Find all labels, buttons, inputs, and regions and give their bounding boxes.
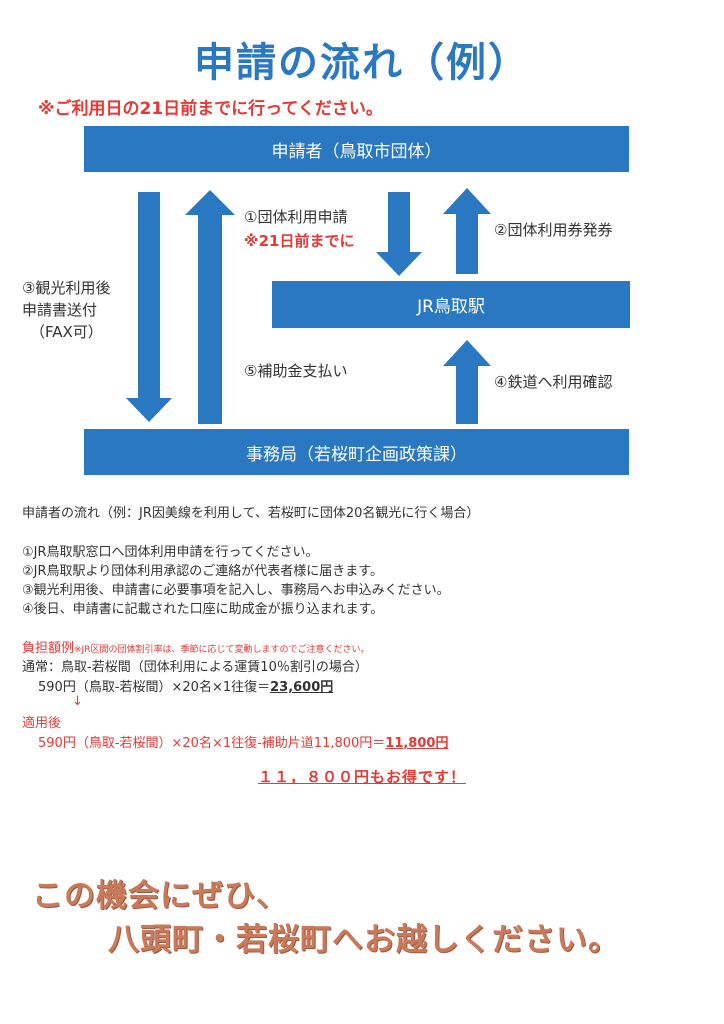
cost-example-heading: 負担額例※JR区間の団体割引率は、季節に応じて変動しますのでご注意ください。	[22, 637, 369, 656]
applied-label: 適用後	[22, 716, 62, 731]
normal-fare-line: 通常：鳥取-若桜間（団体利用による運賃10％割引の場合）	[22, 660, 368, 675]
office-box-label: 事務局（若桜町企画政策課）	[246, 444, 467, 465]
description-step: ①JR鳥取駅窓口へ団体利用申請を行ってください。	[22, 545, 319, 560]
step5-label: ⑤補助金支払い	[244, 362, 348, 380]
step3-label-line2: 申請書送付	[22, 301, 98, 319]
applied-total: 11,800円	[385, 736, 449, 751]
deadline-notice: ※ご利用日の21日前までに行ってください。	[38, 99, 383, 119]
description-step: ②JR鳥取駅より団体利用承認のご連絡が代表者様に届きます。	[22, 564, 383, 579]
applicant-box: 申請者（鳥取市団体）	[84, 126, 629, 172]
step3-label-line3: （FAX可）	[30, 323, 103, 341]
station-box-label: JR鳥取駅	[417, 297, 485, 317]
description-step: ④後日、申請書に記載された口座に助成金が振り込まれます。	[22, 602, 384, 617]
arrow-up-short-icon	[443, 188, 491, 274]
office-box: 事務局（若桜町企画政策課）	[84, 429, 629, 475]
step2-label: ②団体利用券発券	[494, 221, 613, 239]
discount-note: ※JR区間の団体割引率は、季節に応じて変動しますのでご注意ください。	[74, 645, 370, 655]
slogan-line2: 八頭町・若桜町へお越しください。	[108, 922, 620, 958]
step1-label: ①団体利用申請	[244, 208, 348, 226]
description-step: ③観光利用後、申請書に必要事項を記入し、事務局へお申込みください。	[22, 583, 450, 598]
station-box: JR鳥取駅	[272, 281, 630, 328]
step1-deadline: ※21日前までに	[244, 232, 355, 250]
arrow-up-lower-icon	[443, 340, 491, 424]
normal-total: 23,600円	[270, 680, 334, 695]
normal-calc-text: 590円（鳥取-若桜間）×20名×1往復＝	[38, 680, 271, 695]
applied-fare-calc: 590円（鳥取-若桜間）×20名×1往復-補助片道11,800円＝11,800円	[38, 732, 448, 751]
arrow-down-short-icon	[376, 192, 422, 276]
arrow-up-long-icon	[185, 190, 235, 424]
arrow-down-long-icon	[126, 192, 172, 422]
savings-callout: １１，８００円もお得です！	[0, 766, 724, 787]
applicant-box-label: 申請者（鳥取市団体）	[271, 141, 442, 162]
page-title: 申請の流れ（例）	[194, 40, 530, 86]
applied-calc-text: 590円（鳥取-若桜間）×20名×1往復-補助片道11,800円＝	[38, 736, 386, 751]
down-arrow-icon: ↓	[72, 694, 83, 709]
description-heading: 申請者の流れ（例：JR因美線を利用して、若桜町に団体20名観光に行く場合）	[22, 506, 480, 521]
slogan-line1: この機会にぜひ、	[32, 878, 288, 914]
step4-label: ④鉄道へ利用確認	[494, 373, 613, 391]
normal-fare-calc: 590円（鳥取-若桜間）×20名×1往復＝23,600円	[38, 676, 333, 695]
savings-text: １１，８００円もお得です！	[257, 768, 466, 786]
step3-label-line1: ③観光利用後	[22, 279, 111, 297]
cost-example-label: 負担額例	[22, 641, 75, 656]
